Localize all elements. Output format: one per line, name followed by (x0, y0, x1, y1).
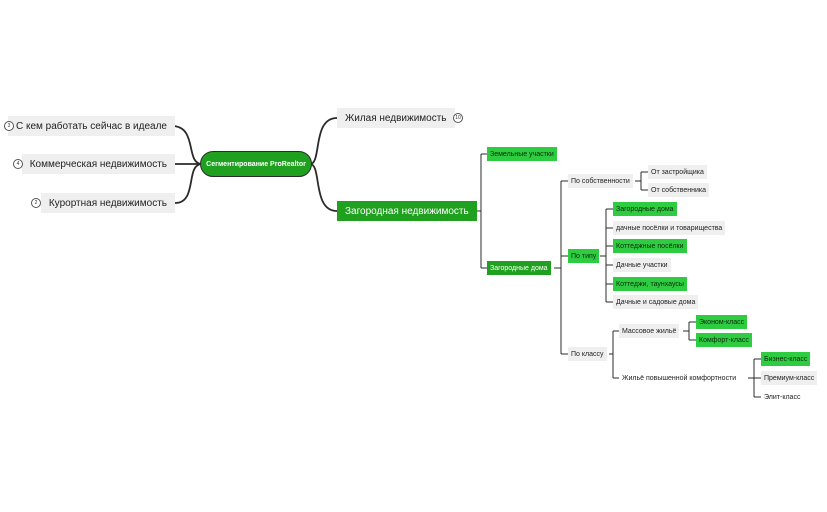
collapse-count-resort[interactable]: 2 (31, 198, 41, 208)
node-by-class[interactable]: По классу (568, 347, 607, 361)
connector-right-1 (309, 117, 338, 165)
node-class-premium[interactable]: Премиум-класс (761, 371, 818, 385)
node-by-type[interactable]: По типу (568, 249, 600, 263)
node-commercial[interactable]: Коммерческая недвижимость (21, 154, 175, 174)
node-ideal-clients[interactable]: С кем работать сейчас в идеале (7, 116, 175, 136)
node-type-garden-houses[interactable]: Дачные и садовые дома (613, 295, 699, 309)
node-type-dacha-plots[interactable]: Дачные участки (613, 258, 671, 272)
connector-premium (748, 358, 761, 398)
collapse-count-ideal-clients[interactable]: 3 (4, 121, 14, 131)
node-resort[interactable]: Курортная недвижимость (40, 193, 175, 213)
collapse-count-residential[interactable]: 10 (453, 113, 463, 123)
connector-country (473, 153, 488, 269)
connector-houses (554, 180, 568, 355)
collapse-count-commercial[interactable]: 4 (13, 159, 23, 169)
node-country[interactable]: Загородная недвижимость (337, 201, 477, 221)
connector-left-3 (174, 163, 203, 204)
node-type-cottage-villages[interactable]: Коттеджные посёлки (613, 239, 687, 253)
node-type-cottages-townhouses[interactable]: Коттеджи, таунхаусы (613, 277, 687, 291)
node-type-country-houses[interactable]: Загородные дома (613, 202, 677, 216)
connector-left-1 (171, 125, 203, 165)
node-class-business[interactable]: Бизнес-класс (761, 352, 811, 366)
node-country-houses[interactable]: Загородные дома (487, 261, 551, 275)
root-node[interactable]: Сегментирование ProRealtor (200, 151, 312, 177)
node-class-mass[interactable]: Массовое жильё (619, 324, 680, 338)
node-ownership-owner[interactable]: От собственника (648, 183, 709, 197)
node-class-economy[interactable]: Эконом-класс (696, 315, 748, 329)
node-ownership-developer[interactable]: От застройщика (648, 165, 707, 179)
connector-type (600, 208, 613, 303)
connector-right-2 (309, 163, 338, 212)
connector-class (609, 330, 619, 379)
node-class-premium-comfort[interactable]: Жильё повышенной комфортности (619, 371, 740, 385)
connector-ownership (635, 171, 648, 191)
node-class-elite[interactable]: Элит-класс (761, 390, 804, 404)
node-by-ownership[interactable]: По собственности (568, 174, 633, 188)
node-type-dacha-villages[interactable]: дачные посёлки и товарищества (613, 221, 726, 235)
connector-mass (683, 321, 696, 341)
node-class-comfort[interactable]: Комфорт-класс (696, 333, 752, 347)
node-residential[interactable]: Жилая недвижимость (337, 108, 455, 128)
node-land-plots[interactable]: Земельные участки (487, 147, 557, 161)
